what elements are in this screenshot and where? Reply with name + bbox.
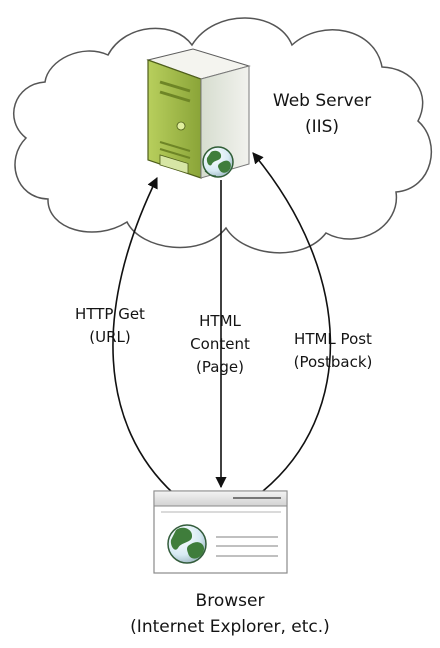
html-post-label: HTML Post (Postback) [273, 328, 393, 374]
html-post-line-1: HTML Post [294, 330, 372, 348]
browser-name: Browser [195, 591, 265, 611]
browser-label: Browser (Internet Explorer, etc.) [120, 588, 340, 640]
browser-examples: (Internet Explorer, etc.) [130, 617, 330, 637]
http-get-line-1: HTTP Get [75, 305, 145, 323]
html-content-line-1: HTML [199, 312, 241, 330]
html-post-line-2: (Postback) [293, 353, 373, 371]
http-get-arrow [112, 176, 175, 495]
web-server-label: Web Server (IIS) [262, 88, 382, 140]
web-server-type: (IIS) [304, 117, 340, 137]
html-content-line-3: (Page) [195, 358, 245, 376]
html-content-label: HTML Content (Page) [175, 310, 265, 379]
server-globe-icon [202, 146, 234, 178]
http-get-line-2: (URL) [89, 328, 131, 346]
html-content-line-2: Content [190, 335, 250, 353]
browser-window-icon [153, 490, 288, 574]
server-icon [146, 48, 251, 179]
http-get-label: HTTP Get (URL) [55, 303, 165, 349]
web-server-name: Web Server [272, 91, 372, 111]
html-post-arrow [252, 152, 332, 492]
